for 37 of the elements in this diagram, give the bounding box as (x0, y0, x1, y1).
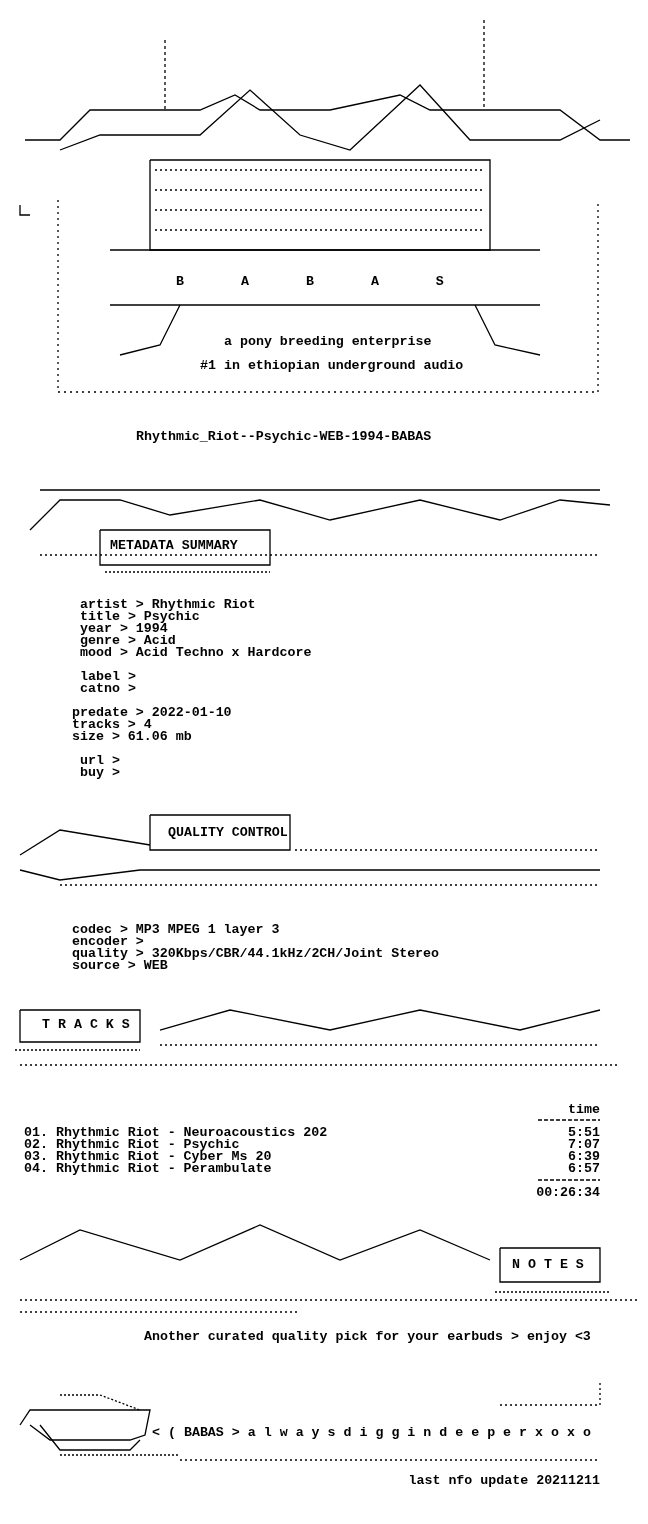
total-time: 00:26:34 (536, 1186, 600, 1200)
track-time: 5:51 (568, 1126, 600, 1140)
info-line: source > WEB (72, 959, 168, 973)
info-line: codec > MP3 MPEG 1 layer 3 (72, 923, 280, 937)
track-entry: 02. Rhythmic Riot - Psychic (24, 1138, 240, 1152)
info-line: url > (80, 754, 120, 768)
info-line: genre > Acid (80, 634, 176, 648)
section-heading: N O T E S (512, 1258, 584, 1272)
track-entry: 03. Rhythmic Riot - Cyber Ms 20 (24, 1150, 272, 1164)
track-entry: 04. Rhythmic Riot - Perambulate (24, 1162, 272, 1176)
info-line: size > 61.06 mb (72, 730, 192, 744)
info-line: buy > (80, 766, 120, 780)
track-time: 6:39 (568, 1150, 600, 1164)
info-line: quality > 320Kbps/CBR/44.1kHz/2CH/Joint Stereo (72, 947, 440, 961)
update-date: last nfo update 20211211 (408, 1474, 600, 1488)
spaced-heading: B A B A S (176, 275, 469, 289)
info-line: mood > Acid Techno x Hardcore (80, 646, 312, 660)
section-heading: METADATA SUMMARY (110, 539, 238, 553)
track-time: 6:57 (568, 1162, 600, 1176)
info-line: artist > Rhythmic Riot (80, 598, 256, 612)
release-name: Rhythmic_Riot--Psychic-WEB-1994-BABAS (136, 430, 432, 444)
note-text: Another curated quality pick for your earbuds > enjoy <3 (144, 1330, 591, 1344)
track-entry: 01. Rhythmic Riot - Neuroacoustics 202 (24, 1126, 328, 1140)
footer-slogan: < ( BABAS > a l w a y s d i g g i n d e e p e r x o x o (152, 1426, 591, 1440)
info-line: encoder > (72, 935, 144, 949)
info-line: year > 1994 (80, 622, 168, 636)
info-line: label > (80, 670, 136, 684)
section-heading: QUALITY CONTROL (168, 826, 288, 840)
info-line: predate > 2022-01-10 (72, 706, 232, 720)
tagline: a pony breeding enterprise (224, 335, 432, 349)
track-time: 7:07 (568, 1138, 600, 1152)
info-line: tracks > 4 (72, 718, 152, 732)
info-line: catno > (80, 682, 136, 696)
info-line: title > Psychic (80, 610, 200, 624)
tagline: #1 in ethiopian underground audio (200, 359, 464, 373)
section-heading: T R A C K S (42, 1018, 130, 1032)
column-header: time (568, 1103, 600, 1117)
